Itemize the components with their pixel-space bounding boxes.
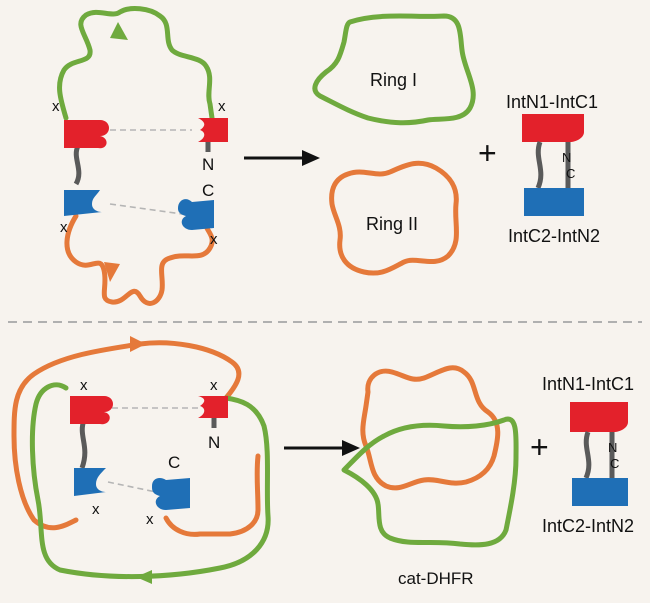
bottom-red-intein-right: [198, 396, 228, 418]
bottom-product-red: [570, 402, 628, 432]
bottom-red-intein-left: [70, 396, 113, 425]
top-product-n: N: [562, 150, 571, 165]
top-product-bottom-label: IntC2-IntN2: [508, 226, 600, 246]
bottom-orange-loop: [11, 340, 261, 537]
top-orange-arrow: [104, 262, 120, 282]
bottom-mark-x-lower-left: x: [92, 501, 100, 518]
bottom-mark-n: N: [208, 433, 220, 452]
top-red-intein-n-left: [64, 120, 109, 149]
top-mark-x-lower-right: x: [210, 231, 218, 248]
top-panel: x x N C x x Ring I Ring II + IntN1-IntC1…: [52, 6, 600, 306]
bottom-product-bottom-label: IntC2-IntN2: [542, 516, 634, 536]
ring-1-shape: [312, 13, 476, 126]
bottom-blue-intein-left: [74, 468, 106, 496]
catenane-orange-ring: [360, 365, 501, 491]
ring-1-label: Ring I: [370, 70, 417, 90]
top-product-c: C: [566, 166, 575, 181]
bottom-blue-intein-right: [152, 478, 190, 510]
bottom-plus: +: [530, 429, 549, 465]
ring-2-shape: [329, 160, 459, 276]
bottom-mark-x-upper-right: x: [210, 377, 218, 394]
top-mark-c: C: [202, 181, 214, 200]
top-product-blue: [524, 188, 584, 216]
catenane-label: cat-DHFR: [398, 569, 474, 588]
top-green-arrow: [110, 22, 128, 40]
top-product-red: [522, 114, 584, 142]
top-reaction-arrow-head: [302, 150, 320, 166]
top-blue-intein-right: [178, 199, 214, 230]
top-green-loop: [57, 6, 215, 121]
bottom-product-linker-left: [583, 431, 592, 480]
bottom-left-linker: [79, 419, 88, 469]
bottom-dashed-blue: [107, 481, 157, 493]
top-product-linker-left: [535, 141, 544, 190]
top-orange-loop: [64, 213, 215, 306]
top-plus: +: [478, 135, 497, 171]
bottom-mark-x-upper-left: x: [80, 377, 88, 394]
bottom-green-loop: [29, 382, 271, 580]
bottom-mark-c: C: [168, 453, 180, 472]
top-dashed-blue: [109, 203, 183, 215]
bottom-reaction-arrow-head: [342, 440, 360, 456]
bottom-product-c: C: [610, 456, 619, 471]
top-blue-intein-left: [64, 190, 102, 216]
top-red-intein-c-right: [198, 118, 228, 142]
top-mark-x-upper-right: x: [218, 98, 226, 115]
top-left-linker: [73, 144, 82, 186]
bottom-product-blue: [572, 478, 628, 506]
bottom-green-arrow: [136, 570, 152, 584]
bottom-product-top-label: IntN1-IntC1: [542, 374, 634, 394]
bottom-panel: x x N C x x cat-DHFR + IntN1-IntC1 N C I…: [11, 336, 634, 588]
top-product-top-label: IntN1-IntC1: [506, 92, 598, 112]
top-mark-x-lower-left: x: [60, 219, 68, 236]
bottom-product-n: N: [608, 440, 617, 455]
bottom-orange-arrow: [130, 336, 146, 352]
top-mark-n: N: [202, 155, 214, 174]
ring-2-label: Ring II: [366, 214, 418, 234]
top-mark-x-upper-left: x: [52, 98, 60, 115]
catenane-green-ring: [341, 416, 519, 548]
bottom-mark-x-lower-right: x: [146, 511, 154, 528]
